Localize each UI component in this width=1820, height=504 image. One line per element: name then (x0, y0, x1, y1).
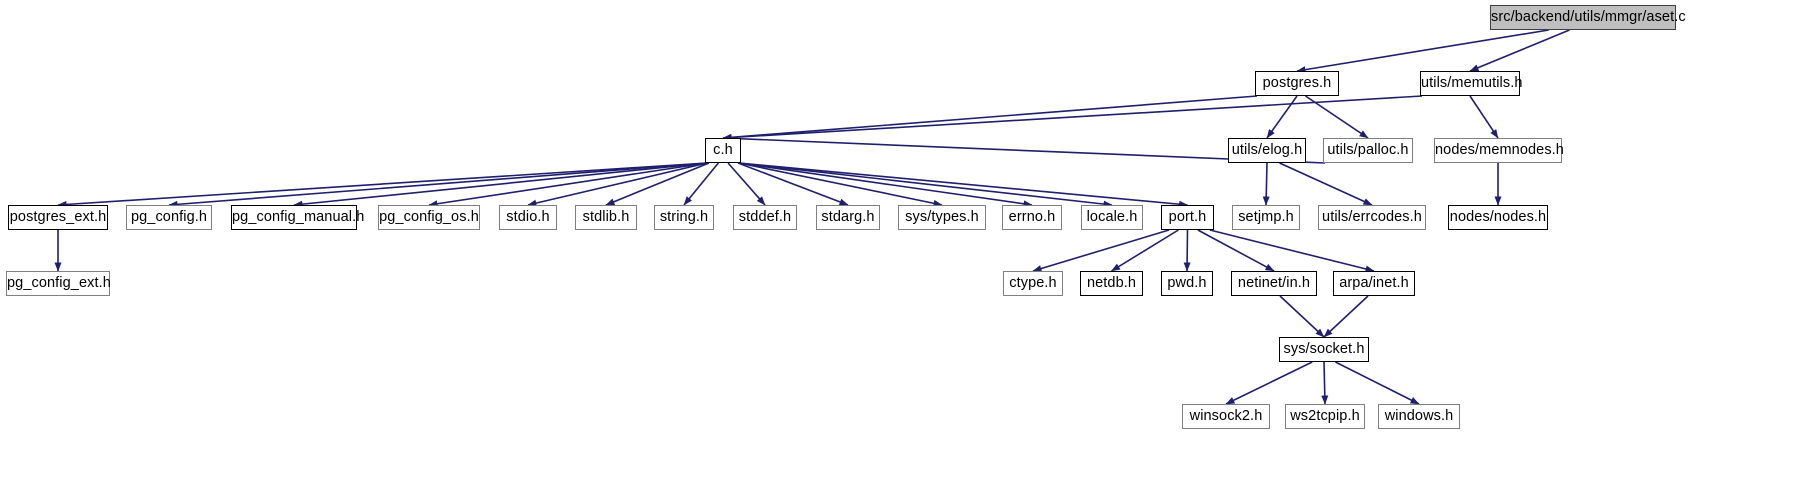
graph-node-stddef[interactable]: stddef.h (733, 205, 797, 230)
graph-node-elog[interactable]: utils/elog.h (1228, 138, 1306, 163)
graph-edge-port-to-netdb (1111, 229, 1179, 272)
graph-edge-c-to-pg_config_os (428, 162, 708, 208)
graph-node-stdio[interactable]: stdio.h (499, 205, 557, 230)
graph-edge-c-to-port (738, 162, 1188, 208)
graph-edge-postgres-to-elog (1266, 95, 1298, 139)
graph-node-port[interactable]: port.h (1161, 205, 1214, 230)
graph-node-errcodes[interactable]: utils/errcodes.h (1318, 205, 1426, 230)
graph-node-stdlib[interactable]: stdlib.h (575, 205, 637, 230)
graph-node-sys_socket[interactable]: sys/socket.h (1279, 337, 1369, 362)
graph-edge-c-to-pg_config_manual (293, 162, 708, 208)
graph-edge-c-to-string (683, 162, 719, 206)
graph-node-winsock2[interactable]: winsock2.h (1182, 404, 1270, 429)
graph-node-locale[interactable]: locale.h (1081, 205, 1143, 230)
graph-node-ctype[interactable]: ctype.h (1003, 271, 1063, 296)
graph-edge-sys_socket-to-windows (1335, 361, 1420, 405)
graph-edge-c-to-locale (738, 162, 1113, 208)
graph-edge-port-to-ctype (1032, 229, 1170, 272)
graph-node-pg_config_manual[interactable]: pg_config_manual.h (231, 205, 364, 230)
graph-node-memnodes[interactable]: nodes/memnodes.h (1434, 138, 1564, 163)
graph-edge-c-to-stdlib (605, 162, 710, 206)
graph-node-netinet_in[interactable]: netinet/in.h (1231, 271, 1317, 296)
graph-node-windows[interactable]: windows.h (1378, 404, 1460, 429)
graph-node-pg_config_ext[interactable]: pg_config_ext.h (6, 271, 111, 296)
graph-node-ws2tcpip[interactable]: ws2tcpip.h (1285, 404, 1365, 429)
graph-node-netdb[interactable]: netdb.h (1080, 271, 1143, 296)
graph-node-memutils[interactable]: utils/memutils.h (1420, 71, 1522, 96)
graph-edge-aset-to-memutils (1469, 29, 1570, 72)
graph-edge-postgres-to-c (722, 95, 1258, 141)
graph-node-palloc[interactable]: utils/palloc.h (1323, 138, 1413, 163)
graph-edge-c-to-stdio (527, 162, 708, 207)
graph-edge-elog-to-setjmp (1262, 162, 1270, 206)
graph-edge-c-to-stddef (727, 162, 766, 206)
graph-edge-memutils-to-memnodes (1469, 95, 1499, 139)
graph-node-arpa_inet[interactable]: arpa/inet.h (1333, 271, 1415, 296)
graph-node-postgres_ext[interactable]: postgres_ext.h (8, 205, 108, 230)
graph-edge-memutils-to-c (722, 95, 1423, 141)
graph-node-nodes[interactable]: nodes/nodes.h (1448, 205, 1548, 230)
graph-node-postgres[interactable]: postgres.h (1255, 71, 1339, 96)
graph-edge-port-to-pwd (1183, 229, 1191, 272)
graph-node-string[interactable]: string.h (654, 205, 714, 230)
graph-edge-c-to-systypes (738, 162, 943, 207)
graph-edge-port-to-netinet_in (1197, 229, 1275, 272)
graph-node-errno[interactable]: errno.h (1002, 205, 1062, 230)
graph-node-c[interactable]: c.h (705, 138, 741, 163)
graph-edge-c-to-postgres_ext (57, 162, 708, 208)
graph-node-setjmp[interactable]: setjmp.h (1232, 205, 1300, 230)
graph-edge-aset-to-postgres (1296, 29, 1549, 74)
graph-edge-sys_socket-to-winsock2 (1225, 361, 1313, 405)
graph-edge-netinet_in-to-sys_socket (1279, 295, 1325, 338)
graph-edge-c-to-stdarg (737, 162, 849, 206)
graph-node-pwd[interactable]: pwd.h (1161, 271, 1213, 296)
graph-edge-arpa_inet-to-sys_socket (1323, 295, 1369, 338)
graph-edge-port-to-arpa_inet (1209, 229, 1375, 273)
graph-node-pg_config_os[interactable]: pg_config_os.h (378, 205, 480, 230)
graph-node-stdarg[interactable]: stdarg.h (816, 205, 880, 230)
graph-edge-postgres-to-palloc (1305, 95, 1369, 139)
graph-edge-c-to-errno (738, 162, 1033, 208)
graph-edge-c-to-pg_config (168, 162, 708, 208)
graph-node-aset[interactable]: src/backend/utils/mmgr/aset.c (1490, 5, 1686, 30)
graph-edge-sys_socket-to-ws2tcpip (1321, 361, 1329, 405)
graph-node-pg_config[interactable]: pg_config.h (126, 205, 212, 230)
graph-node-systypes[interactable]: sys/types.h (898, 205, 986, 230)
graph-edge-elog-to-errcodes (1279, 162, 1373, 206)
